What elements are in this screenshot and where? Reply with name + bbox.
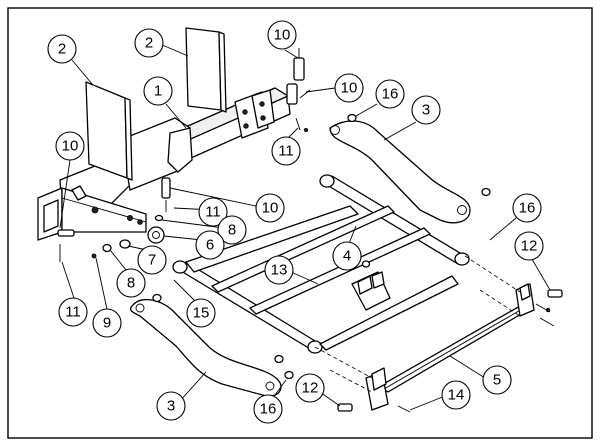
callout-label: 16 xyxy=(260,401,277,418)
callout-label: 13 xyxy=(271,262,288,279)
callout-label: 11 xyxy=(278,143,294,160)
callout-8: 8 xyxy=(217,215,247,245)
callout-12: 12 xyxy=(295,373,325,403)
callout-4: 4 xyxy=(332,241,362,271)
callout-label: 10 xyxy=(262,200,279,217)
callout-11: 11 xyxy=(198,197,228,227)
callout-10: 10 xyxy=(255,193,285,223)
callout-16: 16 xyxy=(512,193,542,223)
callout-11: 11 xyxy=(271,136,301,166)
callout-label: 10 xyxy=(274,27,291,44)
callout-label: 15 xyxy=(193,305,210,322)
callout-16: 16 xyxy=(375,79,405,109)
callout-label: 10 xyxy=(62,138,79,155)
callout-16: 16 xyxy=(253,394,283,424)
part-mounting-plate-right xyxy=(185,27,227,113)
callout-label: 3 xyxy=(422,102,430,119)
ref-dot-11 xyxy=(303,127,308,132)
callout-13: 13 xyxy=(264,255,294,285)
callout-3: 3 xyxy=(156,391,186,421)
part-lower-rail xyxy=(365,283,555,413)
callout-label: 3 xyxy=(167,398,175,415)
callout-10: 10 xyxy=(267,20,297,50)
callout-8: 8 xyxy=(116,268,146,298)
callout-3: 3 xyxy=(411,95,441,125)
part-arm-upper xyxy=(329,113,491,224)
callout-label: 11 xyxy=(65,304,81,321)
callout-label: 16 xyxy=(519,200,536,217)
callout-7: 7 xyxy=(137,245,167,275)
part-receiver-tube xyxy=(37,185,147,241)
callouts: 2 2 10 1 10 16 3 11 10 11 10 8 6 7 16 4 … xyxy=(47,20,544,424)
callout-6: 6 xyxy=(195,230,225,260)
callout-15: 15 xyxy=(186,298,216,328)
callout-label: 10 xyxy=(341,80,358,97)
callout-2: 2 xyxy=(47,34,77,64)
callout-10: 10 xyxy=(55,131,85,161)
callout-label: 12 xyxy=(521,238,538,255)
callout-5: 5 xyxy=(482,365,512,395)
callout-label: 4 xyxy=(343,248,351,265)
callout-label: 5 xyxy=(493,372,501,389)
callout-label: 2 xyxy=(145,35,153,52)
callout-1: 1 xyxy=(143,76,173,106)
callout-10: 10 xyxy=(334,73,364,103)
callout-label: 9 xyxy=(103,315,111,332)
callout-label: 14 xyxy=(448,387,465,404)
callout-label: 16 xyxy=(382,86,399,103)
part-tube-frame xyxy=(172,174,470,354)
callout-label: 12 xyxy=(302,380,319,397)
part-small-pins xyxy=(337,289,563,412)
part-pins-upper xyxy=(57,48,311,262)
callout-label: 8 xyxy=(127,275,135,292)
callout-label: 8 xyxy=(228,222,236,239)
part-arm-lower xyxy=(129,293,294,397)
part-bushing-washers xyxy=(91,214,165,259)
callout-label: 7 xyxy=(148,252,156,269)
callout-label: 1 xyxy=(154,83,162,100)
callout-12: 12 xyxy=(514,231,544,261)
callout-label: 11 xyxy=(205,204,221,221)
part-mounting-plate-left xyxy=(85,81,133,181)
callout-9: 9 xyxy=(92,308,122,338)
callout-2: 2 xyxy=(134,28,164,58)
assembly-dashed-lines xyxy=(314,255,521,393)
callout-14: 14 xyxy=(441,380,471,410)
callout-label: 6 xyxy=(206,237,214,254)
callout-11: 11 xyxy=(58,297,88,327)
diagram-border xyxy=(7,7,593,439)
callout-label: 2 xyxy=(58,41,66,58)
